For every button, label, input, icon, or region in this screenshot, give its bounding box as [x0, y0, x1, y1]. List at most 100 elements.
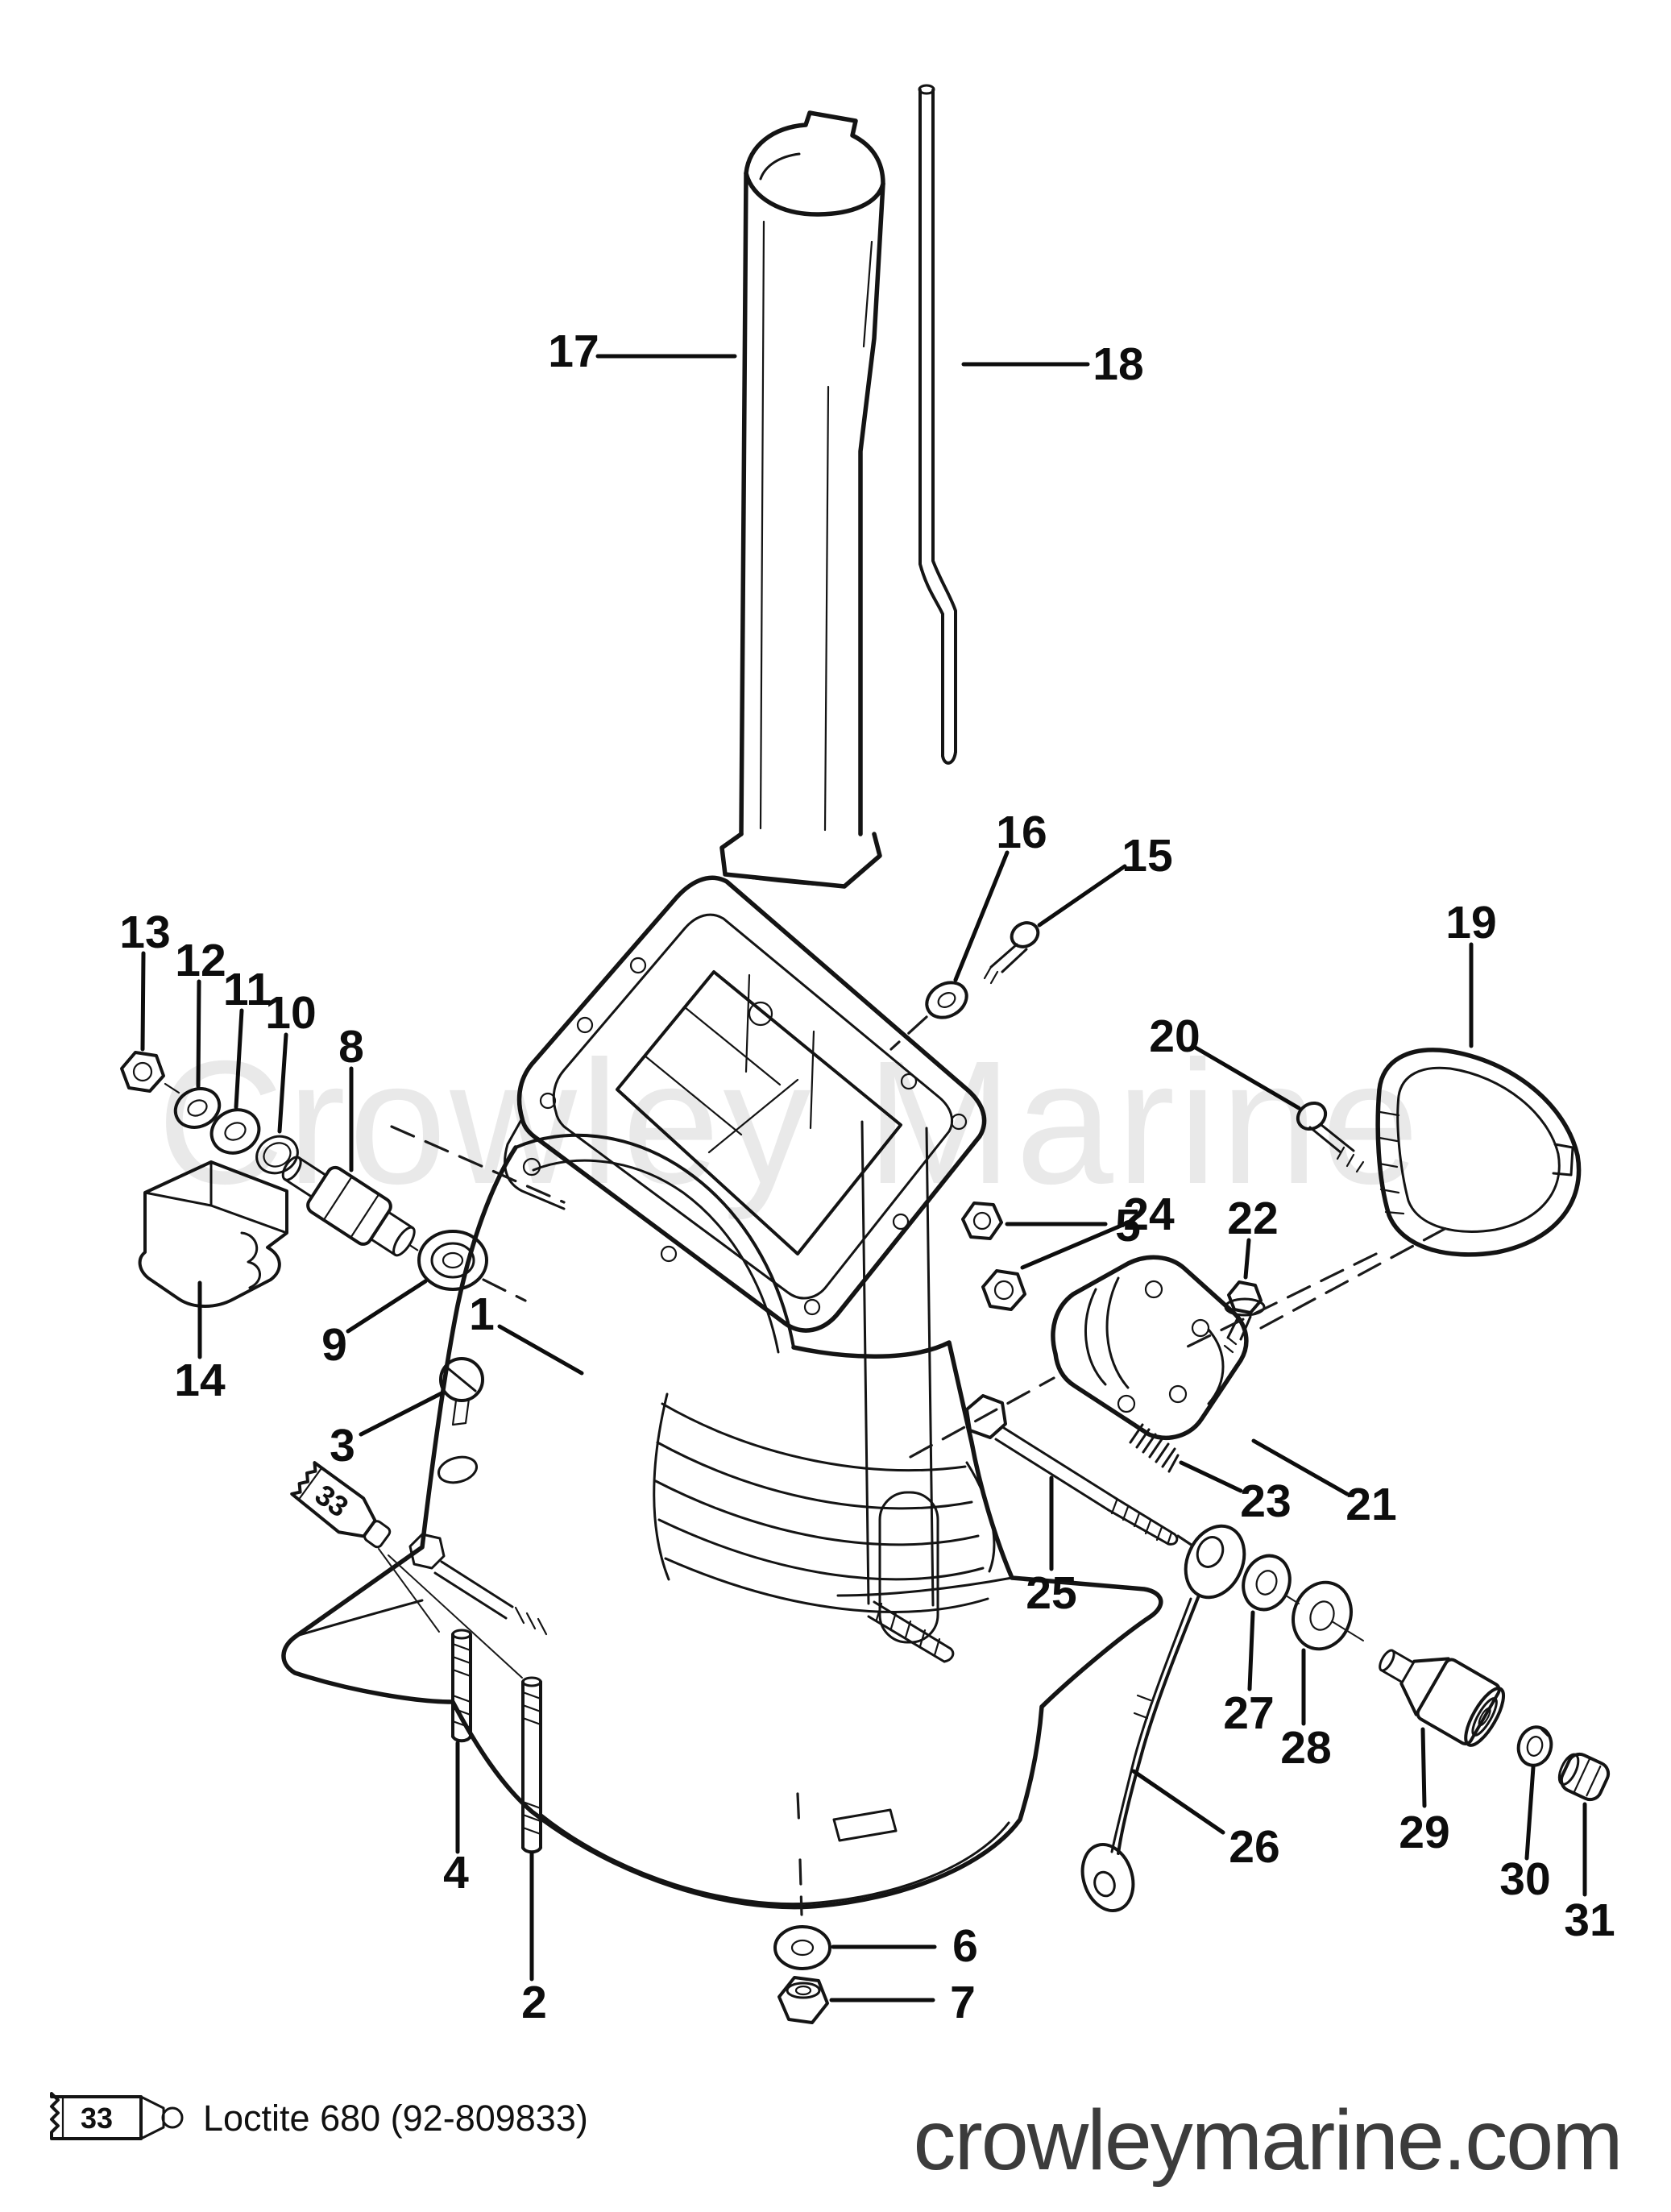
- callout-1: 1: [469, 1289, 495, 1340]
- callout-2: 2: [521, 1977, 547, 2028]
- callout-24: 24: [1123, 1189, 1175, 1240]
- leader-line-30: [1524, 1765, 1536, 1861]
- callout-29: 29: [1399, 1807, 1449, 1858]
- callout-14: 14: [174, 1355, 226, 1406]
- dashed-line-0: [390, 1125, 566, 1204]
- dashed-line-7: [796, 1792, 801, 1831]
- part-15-screw: [983, 921, 1040, 985]
- dashed-line-5: [1176, 1534, 1194, 1547]
- callout-7: 7: [950, 1977, 976, 2028]
- callout-6: 6: [952, 1920, 978, 1972]
- part-9-grommet: [417, 1230, 488, 1291]
- callout-3: 3: [330, 1420, 355, 1471]
- leader-line-26: [1131, 1769, 1225, 1835]
- callout-27: 27: [1223, 1687, 1274, 1739]
- part-3-screw: [439, 1357, 484, 1426]
- callout-28: 28: [1280, 1722, 1331, 1774]
- part-10-oring: [255, 1135, 299, 1175]
- callout-17: 17: [548, 326, 599, 377]
- callout-16: 16: [996, 807, 1047, 858]
- dashed-line-6: [798, 1858, 803, 1916]
- part-29-anode: [1379, 1649, 1506, 1747]
- part-8-switch: [281, 1156, 419, 1257]
- part-14-clip: [138, 1160, 288, 1308]
- leader-line-22: [1243, 1238, 1251, 1280]
- part-upper-housing-casting: [504, 875, 987, 1333]
- part-19-cover-plate: [1375, 1048, 1582, 1257]
- callout-4: 4: [443, 1847, 469, 1899]
- callout-10: 10: [265, 987, 316, 1039]
- part-31-capnut: [1557, 1752, 1611, 1802]
- part-2-stud: [521, 1676, 542, 1854]
- callout-19: 19: [1445, 897, 1496, 948]
- thin-line-0: [378, 1548, 440, 1633]
- callout-30: 30: [1499, 1853, 1550, 1905]
- part-27-washer: [1242, 1554, 1292, 1612]
- part-7-locknut: [777, 1976, 829, 2024]
- leader-line-21: [1251, 1438, 1350, 1496]
- leader-line-9: [346, 1279, 428, 1334]
- part-16-washer: [925, 981, 968, 1019]
- leader-line-24: [1020, 1222, 1127, 1270]
- part-11-washer: [209, 1108, 261, 1155]
- watermark-text: Crowley Marine: [157, 1025, 1422, 1221]
- line-art: 33: [120, 84, 1611, 2024]
- part-23-spring: [1129, 1423, 1180, 1473]
- thin-line-1: [388, 1554, 523, 1679]
- pointer-lines: [378, 1548, 1364, 1679]
- callout-21: 21: [1346, 1479, 1396, 1530]
- part-26-cable: [1080, 1524, 1246, 1913]
- leader-line-15: [1037, 864, 1127, 928]
- part-6-washer: [773, 1925, 831, 1970]
- callout-13: 13: [119, 907, 170, 958]
- leader-line-29: [1420, 1727, 1427, 1808]
- flange-bolt-holes: [539, 957, 968, 1316]
- callout-23: 23: [1240, 1475, 1291, 1527]
- legend-text: Loctite 680 (92-809833): [203, 2098, 588, 2139]
- dashed-line-3: [1184, 1252, 1378, 1349]
- callout-18: 18: [1093, 338, 1143, 390]
- callout-20: 20: [1149, 1011, 1200, 1062]
- part-21-bracket: [1051, 1255, 1249, 1440]
- leader-line-12: [196, 979, 201, 1089]
- leader-line-10: [277, 1032, 288, 1134]
- leader-line-23: [1179, 1460, 1243, 1493]
- part-17-extension-tube: [719, 110, 885, 889]
- legend-number: 33: [81, 2102, 113, 2135]
- callout-11: 11: [223, 964, 272, 1015]
- legend: 33 Loctite 680 (92-809833): [50, 2092, 588, 2140]
- dashed-line-4: [909, 1376, 1055, 1459]
- leader-line-27: [1247, 1610, 1255, 1691]
- part-4-stud: [451, 1629, 472, 1743]
- part-33-loctite-tube: 33: [290, 1461, 392, 1549]
- callout-26: 26: [1229, 1821, 1279, 1873]
- leader-line-3: [359, 1391, 444, 1437]
- loctite-tube-icon: 33: [50, 2092, 184, 2140]
- part-12-washer: [173, 1087, 222, 1129]
- callout-25: 25: [1026, 1567, 1076, 1619]
- part-20-screw: [1296, 1101, 1365, 1173]
- callout-15: 15: [1122, 830, 1172, 882]
- part-1-driveshaft-housing: [281, 1120, 1163, 1910]
- callout-9: 9: [321, 1319, 347, 1371]
- dashed-line-2: [889, 1015, 928, 1051]
- part-13-nut: [120, 1051, 180, 1094]
- leader-line-11: [234, 1008, 244, 1110]
- leader-line-16: [953, 850, 1010, 982]
- part-5-nut: [961, 1201, 1003, 1240]
- website-text: crowleymarine.com: [913, 2093, 1621, 2188]
- part-28-washer: [1292, 1580, 1353, 1651]
- loctite-tube-number: 33: [309, 1478, 355, 1524]
- thin-line-2: [1331, 1621, 1364, 1641]
- part-18-shift-rod: [918, 84, 957, 765]
- leader-line-20: [1192, 1044, 1301, 1110]
- thin-line-3: [1285, 1595, 1300, 1604]
- callout-31: 31: [1564, 1895, 1615, 1946]
- part-25-bolt: [965, 1394, 1179, 1546]
- callout-8: 8: [338, 1021, 364, 1073]
- leader-line-1: [497, 1324, 584, 1376]
- dashed-line-1: [482, 1278, 527, 1302]
